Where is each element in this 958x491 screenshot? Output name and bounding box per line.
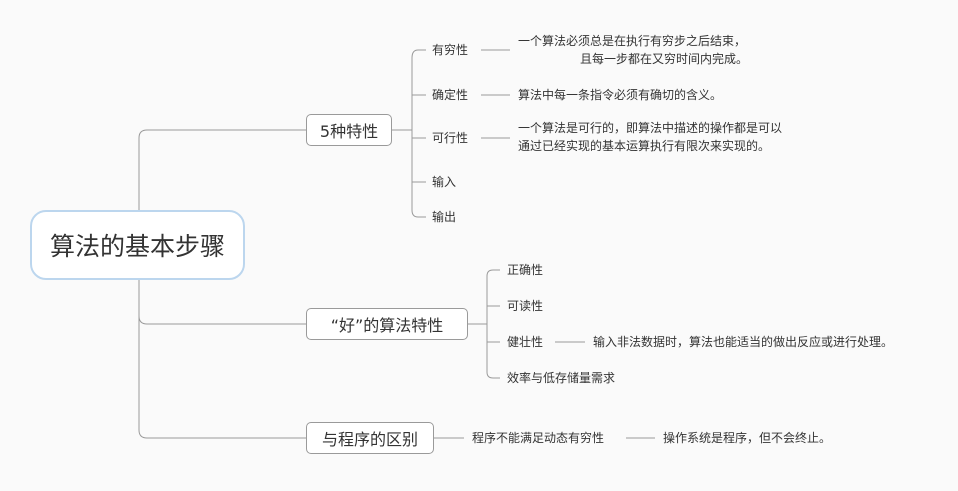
leaf-shuru[interactable]: 输入 bbox=[432, 175, 457, 189]
leaf-kexingxing[interactable]: 可行性 bbox=[432, 131, 469, 145]
desc-quedingxing: 算法中每一条指令必须有确切的含义。 bbox=[518, 86, 722, 104]
desc-youqiongxing: 一个算法必须总是在执行有穷步之后结束， 且每一步都在又穷时间内完成。 bbox=[518, 32, 748, 68]
leaf-keduxing[interactable]: 可读性 bbox=[507, 299, 544, 313]
desc-jianzhuangxing: 输入非法数据时，算法也能适当的做出反应或进行处理。 bbox=[593, 333, 893, 351]
connector-root-to-branch-1 bbox=[138, 129, 306, 210]
connector-branch-2-spine-top bbox=[486, 269, 500, 324]
branch-node-five-properties[interactable]: 5种特性 bbox=[306, 114, 392, 146]
desc-quedingxing-line-1: 算法中每一条指令必须有确切的含义。 bbox=[518, 88, 723, 102]
desc-chengxu-line-1: 操作系统是程序，但不会终止。 bbox=[663, 431, 832, 445]
connector-root-to-branch-3 bbox=[138, 280, 306, 439]
desc-youqiongxing-line-2: 且每一步都在又穷时间内完成。 bbox=[580, 52, 749, 66]
branch-node-program-difference[interactable]: 与程序的区别 bbox=[306, 422, 434, 454]
leaf-youqiongxing[interactable]: 有穷性 bbox=[432, 43, 469, 57]
leaf-zhengquexing[interactable]: 正确性 bbox=[507, 263, 544, 277]
leaf-jianzhuangxing[interactable]: 健壮性 bbox=[507, 335, 544, 349]
desc-kexingxing-line-1: 一个算法是可行的，即算法中描述的操作都是可以 bbox=[518, 121, 783, 135]
desc-jianzhuangxing-line-1: 输入非法数据时，算法也能适当的做出反应或进行处理。 bbox=[593, 335, 894, 349]
desc-kexingxing-line-2: 通过已经实现的基本运算执行有限次来实现的。 bbox=[518, 139, 771, 153]
connector-branch-1-spine-top bbox=[411, 49, 426, 130]
connector-branch-2-spine-bottom bbox=[486, 324, 500, 379]
desc-chengxu: 操作系统是程序，但不会终止。 bbox=[663, 429, 831, 447]
leaf-quedingxing[interactable]: 确定性 bbox=[432, 88, 469, 102]
root-node[interactable]: 算法的基本步骤 bbox=[30, 210, 245, 280]
leaf-xiaolv[interactable]: 效率与低存储量需求 bbox=[507, 371, 616, 385]
connector-branch-1-spine-bottom bbox=[411, 130, 426, 218]
leaf-chengxu-budong[interactable]: 程序不能满足动态有穷性 bbox=[472, 431, 605, 445]
desc-youqiongxing-line-1: 一个算法必须总是在执行有穷步之后结束， bbox=[518, 34, 747, 48]
leaf-shuchu[interactable]: 输出 bbox=[432, 210, 457, 224]
desc-kexingxing: 一个算法是可行的，即算法中描述的操作都是可以 通过已经实现的基本运算执行有限次来… bbox=[518, 119, 782, 155]
branch-node-good-algorithm[interactable]: “好”的算法特性 bbox=[306, 308, 468, 340]
connector-root-to-branch-2 bbox=[138, 280, 306, 325]
